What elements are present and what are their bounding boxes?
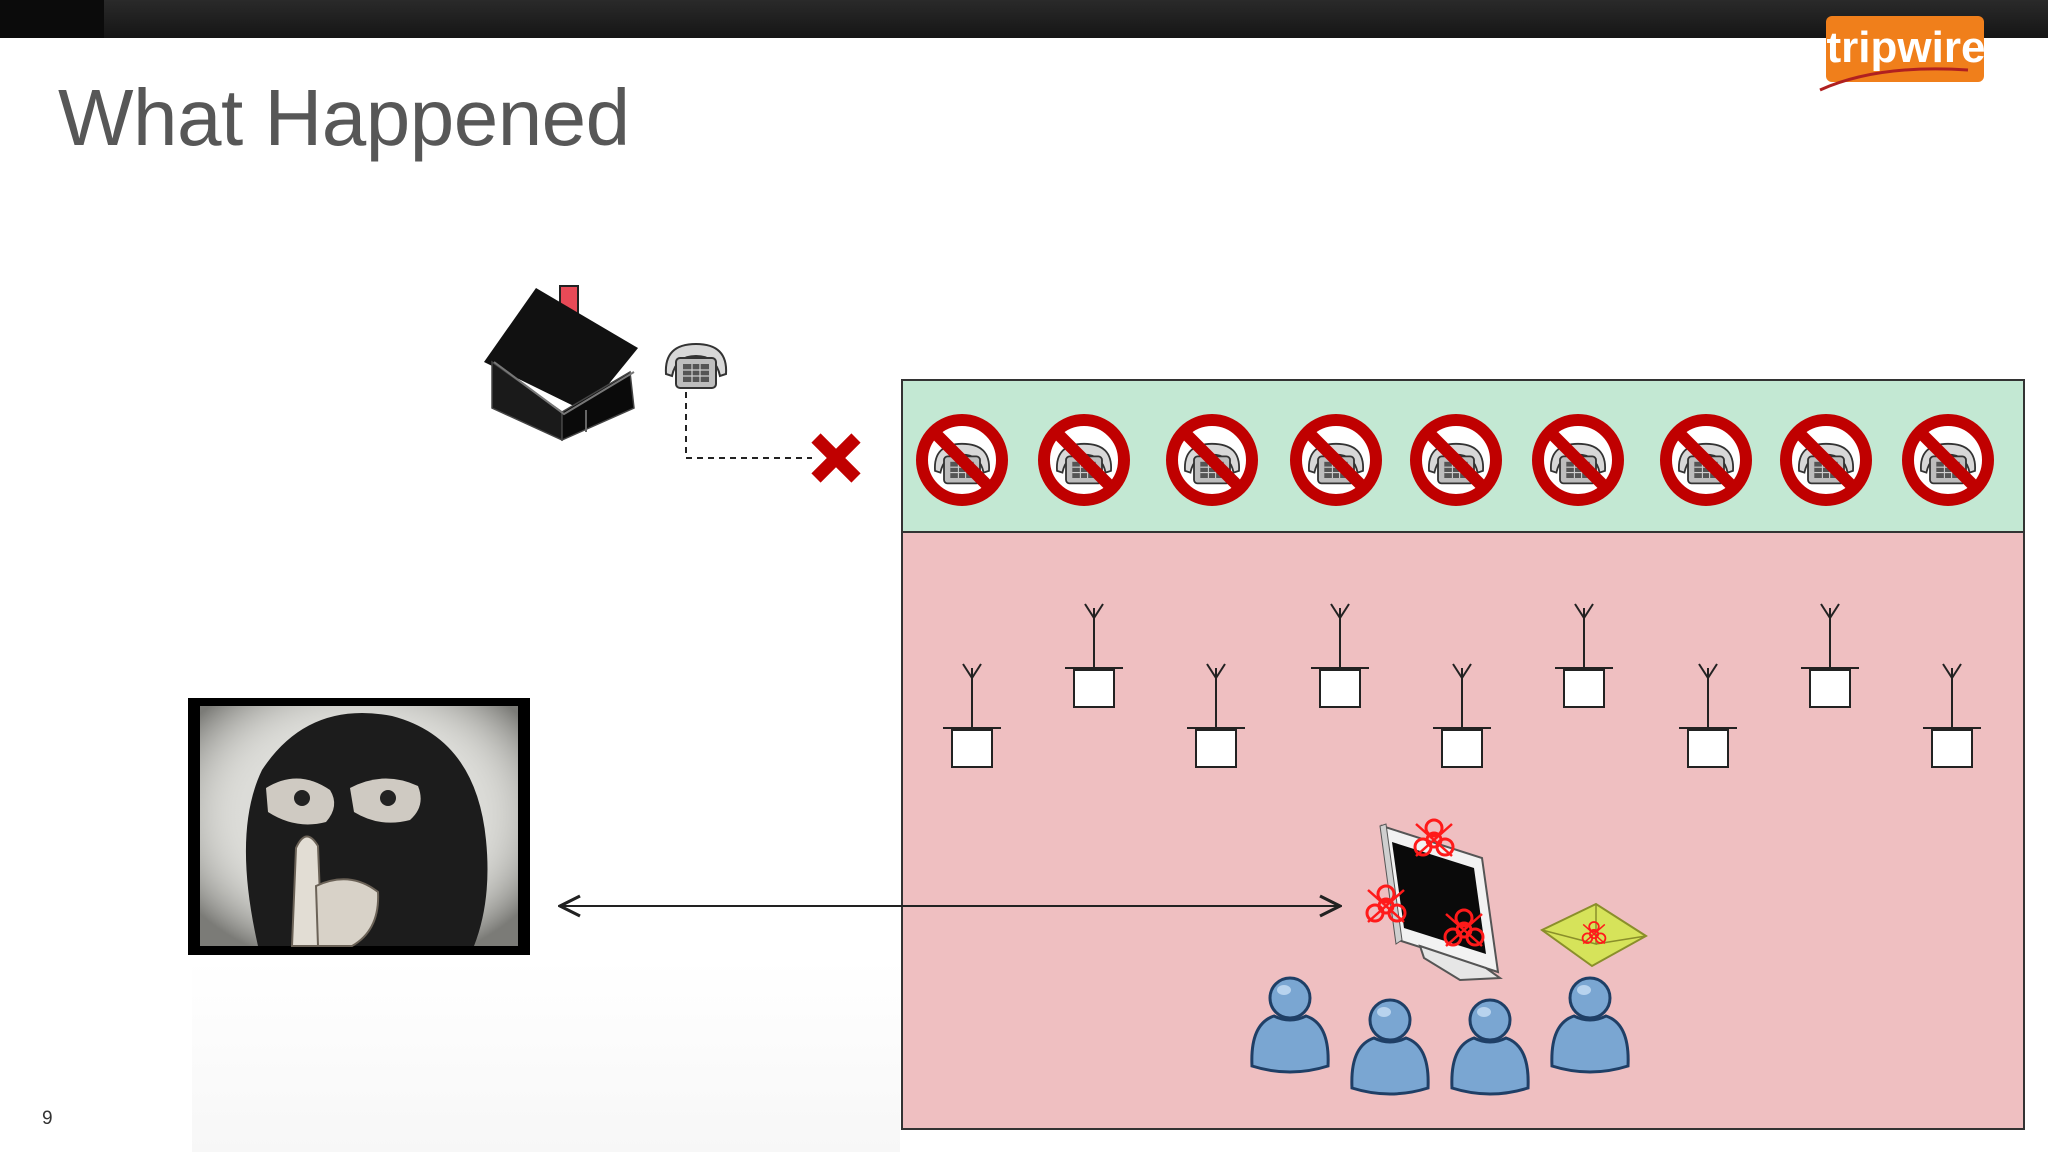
blocked-phone-row	[918, 416, 1992, 504]
network-zone	[901, 531, 2025, 1130]
masked-intruder-photo	[188, 698, 530, 955]
telephone-icon	[664, 343, 728, 389]
logo-badge	[1826, 16, 1984, 82]
logo-text: tripwire	[1827, 23, 1986, 72]
top-bar	[0, 0, 2048, 38]
no-phone-icon	[918, 416, 1006, 504]
red-x-icon	[811, 433, 861, 483]
no-phone-icon	[1782, 416, 1870, 504]
no-phone-icon	[1534, 416, 1622, 504]
house-icon	[484, 285, 638, 442]
no-phone-icon	[1168, 416, 1256, 504]
page-number: 9	[42, 1108, 53, 1129]
no-phone-icon	[1412, 416, 1500, 504]
infected-monitor-icon	[1365, 818, 1503, 982]
no-phone-icon	[1040, 416, 1128, 504]
top-bar-accent	[0, 0, 104, 38]
no-phone-icon	[1904, 416, 1992, 504]
tripwire-logo: tripwire	[1819, 16, 1986, 92]
footer-shade	[192, 960, 900, 1152]
slide-title: What Happened	[58, 73, 630, 162]
infected-envelope-icon	[1540, 902, 1648, 968]
no-phone-icon	[1292, 416, 1380, 504]
dashed-connector	[685, 392, 812, 459]
logo-swoosh	[1819, 67, 1969, 92]
no-phone-icon	[1662, 416, 1750, 504]
